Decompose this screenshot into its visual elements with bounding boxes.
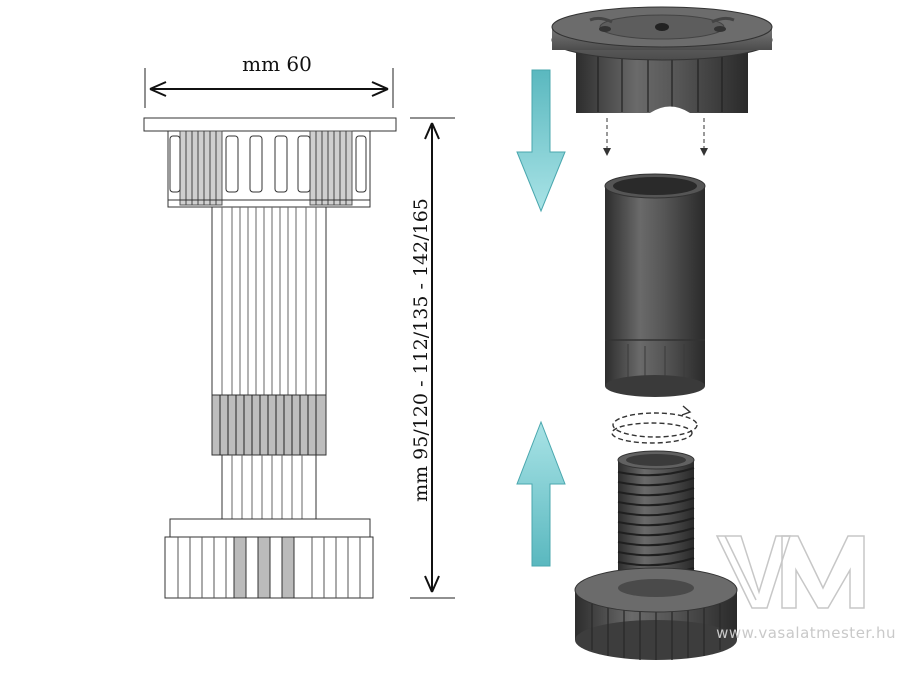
top-plate <box>143 117 397 132</box>
arrow-up-icon <box>516 420 566 567</box>
top-cap <box>551 6 773 113</box>
base-foot <box>574 567 738 660</box>
threaded-section <box>211 394 327 456</box>
guide-lines <box>606 118 705 153</box>
watermark-logo <box>715 535 865 609</box>
width-arrowhead-left <box>149 81 167 97</box>
leg-tube <box>604 173 706 397</box>
width-arrowhead-right <box>371 81 389 97</box>
foot-collar <box>169 518 371 538</box>
height-arrowhead-bottom <box>424 575 440 593</box>
technical-drawing <box>143 68 455 599</box>
width-dimension-label: mm 60 <box>242 52 312 76</box>
arrow-down-icon <box>516 69 566 213</box>
height-dimension-label: mm 95/120 - 112/135 - 142/165 <box>410 198 432 502</box>
leg-stem <box>211 206 327 396</box>
height-arrowhead-top <box>424 122 440 140</box>
watermark-url: www.vasalatmester.hu <box>716 624 896 642</box>
rotation-icon <box>611 412 698 444</box>
exploded-view <box>516 6 773 660</box>
